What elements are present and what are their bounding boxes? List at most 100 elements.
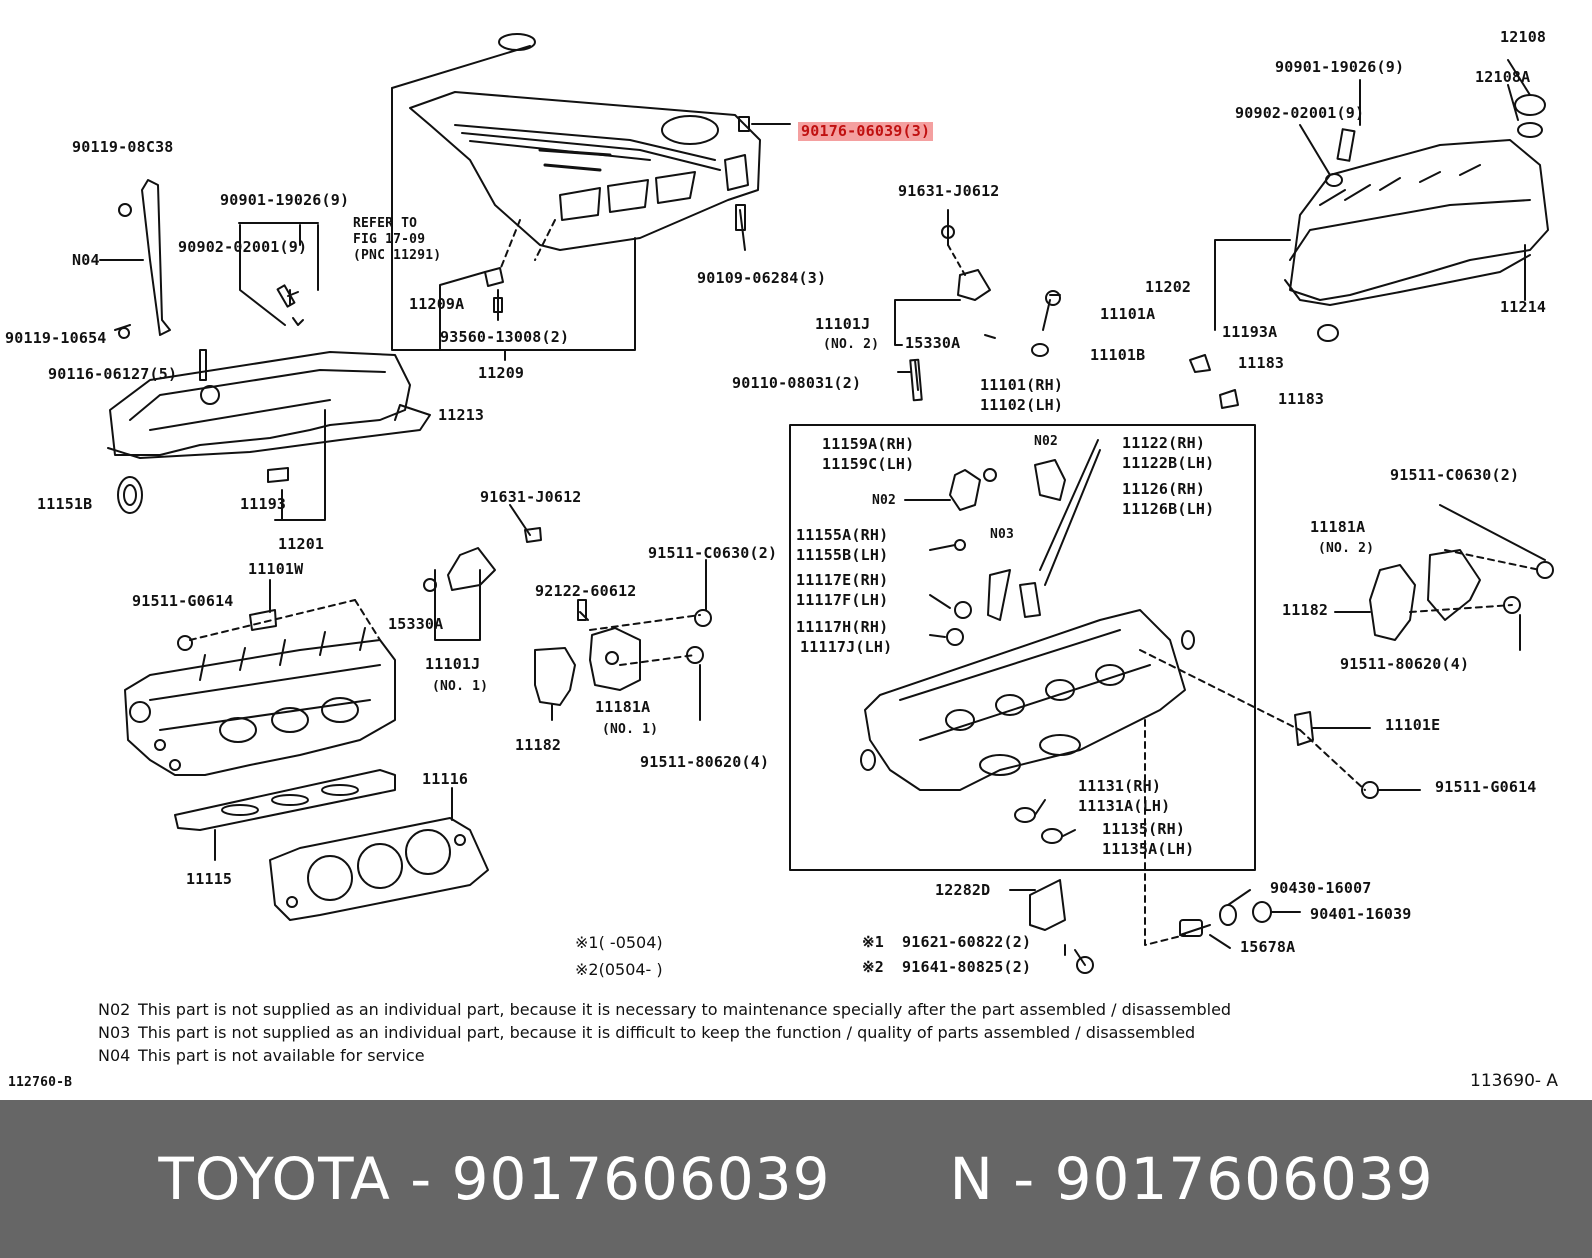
part-label[interactable]: 11135A(LH) [1102,840,1195,858]
part-label[interactable]: 11182 [515,736,562,754]
part-label[interactable]: 91511-80620(4) [1340,655,1470,673]
part-label[interactable]: 92122-60612 [535,582,637,600]
part-label-sub: (NO. 2) [823,337,880,352]
part-label[interactable]: 15330A [905,334,961,352]
figure-code-right: 113690- A [1470,1071,1559,1091]
part-label[interactable]: 11115 [186,870,233,888]
part-label[interactable]: 90109-06284(3) [697,269,827,287]
part-label[interactable]: 11126(RH) [1122,480,1206,498]
part-label[interactable]: 93560-13008(2) [440,328,570,346]
part-label[interactable]: 90902-02001(9) [1235,104,1365,122]
left-cam-sensor-drawing [423,504,542,641]
part-label[interactable]: 11155B(LH) [796,546,889,564]
part-label[interactable]: 91511-C0630(2) [648,544,778,562]
part-label[interactable]: 11209 [478,364,525,382]
part-label[interactable]: 11117H(RH) [796,618,889,636]
part-label[interactable]: 11159A(RH) [822,435,915,453]
part-label[interactable]: 11101W [248,560,304,578]
part-label[interactable]: 11135(RH) [1102,820,1186,838]
part-label[interactable]: 11181A [1310,518,1366,536]
part-label[interactable]: 11101A [1100,305,1156,323]
part-label[interactable]: 11214 [1500,298,1547,316]
part-label[interactable]: 11182 [1282,601,1329,619]
part-label[interactable]: 91631-J0612 [898,182,1000,200]
left-cylinder-head-drawing [124,579,489,921]
part-label[interactable]: 12282D [935,881,991,899]
part-label[interactable]: 11116 [422,770,469,788]
note-code: N02 [872,493,897,508]
part-label[interactable]: 90901-19026(9) [1275,58,1405,76]
part-label[interactable]: 90119-10654 [5,329,107,347]
part-label[interactable]: 90119-08C38 [72,138,174,156]
part-label[interactable]: 12108 [1500,28,1547,46]
part-label[interactable]: 91511-G0614 [1435,778,1537,796]
note-code: N02 [1034,434,1059,449]
part-label[interactable]: 11181A [595,698,651,716]
part-label[interactable]: 11209A [409,295,465,313]
right-head-cover-drawing [1189,59,1549,409]
part-label[interactable]: 11193A [1222,323,1278,341]
part-label[interactable]: 91511-G0614 [132,592,234,610]
part-label[interactable]: 90401-16039 [1310,905,1412,923]
part-label[interactable]: 11101E [1385,716,1441,734]
period-note-1: ※1( -0504) [575,933,663,952]
highlighted-part-label[interactable]: 90176-06039(3) [798,122,934,141]
part-label[interactable]: 11101B [1090,346,1146,364]
part-label[interactable]: 11122(RH) [1122,434,1206,452]
separator: - [1013,1145,1036,1213]
part-label[interactable]: 11201 [278,535,325,553]
refer-text: (PNC 11291) [353,248,442,263]
part-label[interactable]: 90116-06127(5) [48,365,178,383]
refer-text: FIG 17-09 [353,232,426,247]
part-label-sub: (NO. 1) [432,679,489,694]
part-label[interactable]: 15678A [1240,938,1296,956]
part-label[interactable]: 11131A(LH) [1078,797,1171,815]
part-label[interactable]: 11193 [240,495,287,513]
part-label[interactable]: 11101(RH) [980,376,1064,394]
left-head-cover-drawing [99,179,431,521]
figure-code-left: 112760-B [8,1075,73,1090]
right-bracket-drawing [1334,504,1554,651]
footer-bar [0,1100,1592,1258]
part-label[interactable]: 91631-J0612 [480,488,582,506]
part-label[interactable]: 91511-80620(4) [640,753,770,771]
part-label[interactable]: 15330A [388,615,444,633]
part-label[interactable]: 11102(LH) [980,396,1064,414]
part-label-sub: (NO. 2) [1318,541,1375,556]
part-label[interactable]: 11151B [37,495,93,513]
part-number-2: 9017606039 [1054,1145,1434,1213]
part-number: 9017606039 [451,1145,831,1213]
part-label[interactable]: 11122B(LH) [1122,454,1215,472]
part-label[interactable]: 11117E(RH) [796,571,889,589]
right-cylinder-head-drawing [789,424,1256,871]
part-label[interactable]: 11117F(LH) [796,591,889,609]
part-label[interactable]: 11183 [1278,390,1325,408]
note-text: This part is not supplied as an individu… [138,1000,1232,1019]
brand-name: TOYOTA [158,1145,391,1213]
part-label[interactable]: 90110-08031(2) [732,374,862,392]
part-label: N04 [72,251,100,269]
part-label[interactable]: 11101J [425,655,481,673]
part-label[interactable]: 90430-16007 [1270,879,1372,897]
part-label[interactable]: 12108A [1475,68,1531,86]
part-label[interactable]: 11131(RH) [1078,777,1162,795]
part-label[interactable]: 91621-60822(2) [902,933,1032,951]
note-code: N04 [98,1046,131,1065]
part-label[interactable]: 90901-19026(9) [220,191,350,209]
period-mark: ※2 [862,958,884,976]
part-label[interactable]: 11101J [815,315,871,333]
part-label[interactable]: 90902-02001(9) [178,238,308,256]
part-label[interactable]: 11183 [1238,354,1285,372]
part-label[interactable]: 91511-C0630(2) [1390,466,1520,484]
part-label[interactable]: 11155A(RH) [796,526,889,544]
part-label[interactable]: 11213 [438,406,485,424]
part-label[interactable]: 11126B(LH) [1122,500,1215,518]
part-label[interactable]: 11117J(LH) [800,638,893,656]
part-label[interactable]: 91641-80825(2) [902,958,1032,976]
part-label[interactable]: 11159C(LH) [822,455,915,473]
part-label[interactable]: 11202 [1145,278,1192,296]
exploded-parts-diagram [99,33,1554,974]
